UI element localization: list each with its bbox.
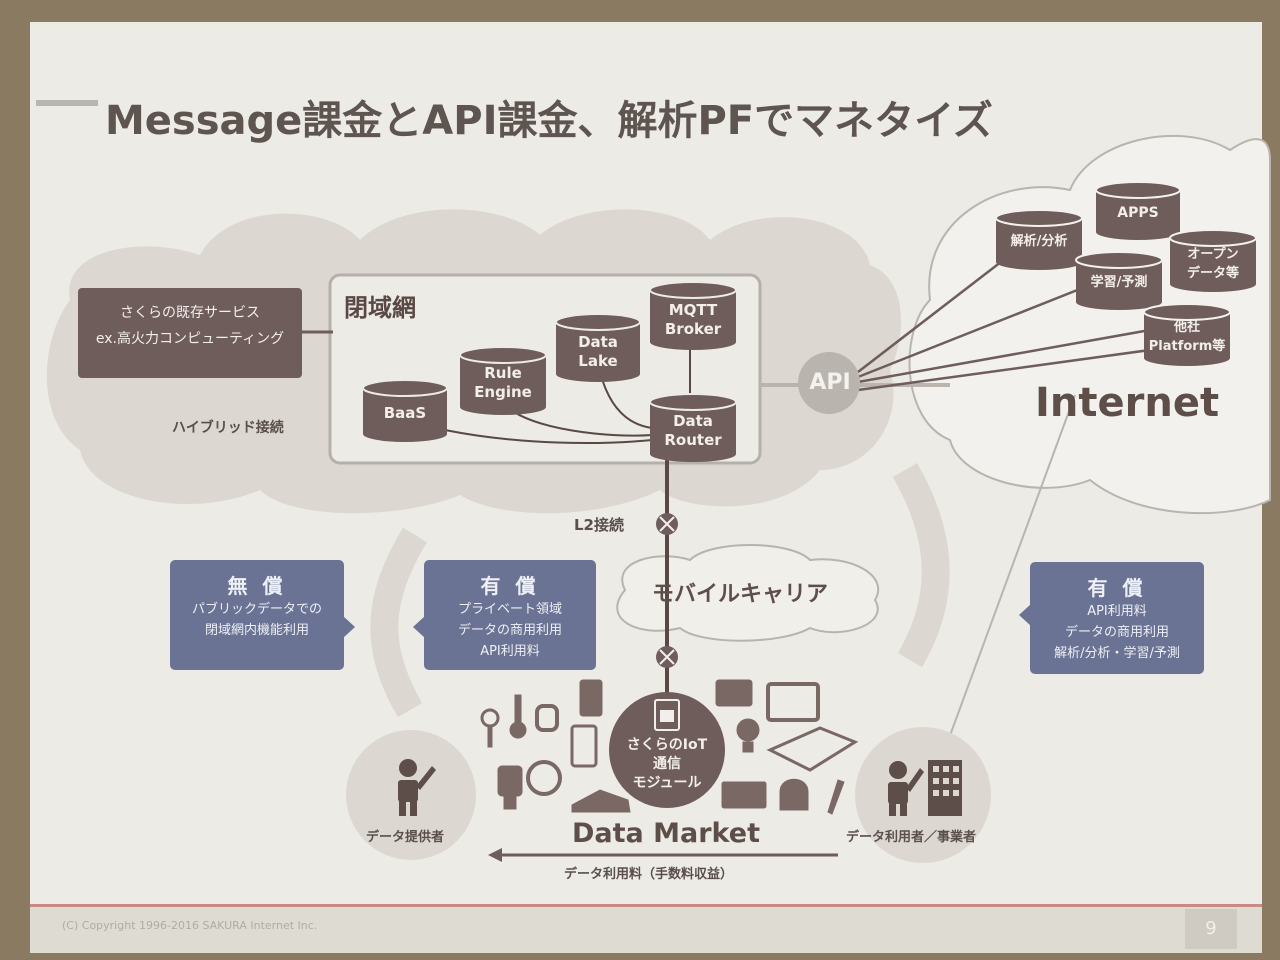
data-market-label: Data Market bbox=[572, 818, 761, 849]
free-box-line: パブリックデータでの bbox=[191, 602, 322, 617]
iot-module-label: さくらのIoT 通信 モジュール bbox=[626, 737, 708, 791]
api-label: API bbox=[809, 370, 851, 395]
paid-right-line: API利用料 bbox=[1087, 604, 1147, 619]
free-box-pointer bbox=[343, 616, 355, 638]
pen-icon bbox=[827, 779, 845, 815]
paid-right-pointer bbox=[1019, 604, 1031, 626]
data-router-label: Data Router bbox=[664, 412, 722, 449]
sim-icon bbox=[654, 699, 680, 731]
paid-left-line: データの商用利用 bbox=[457, 623, 562, 638]
cylinders bbox=[362, 281, 737, 462]
phone-icon bbox=[570, 724, 598, 768]
kettle-icon bbox=[779, 778, 809, 811]
consumer-label: データ利用者／事業者 bbox=[846, 830, 977, 845]
slide-title: Message課金とAPI課金、解析PFでマネタイズ bbox=[105, 98, 993, 144]
other-platform-label: 他社 Platform等 bbox=[1148, 320, 1226, 354]
existing-services-line2: ex.高火力コンピューティング bbox=[95, 331, 285, 347]
map-icon bbox=[766, 726, 859, 772]
bulb-icon bbox=[736, 718, 760, 753]
baas-cylinder bbox=[362, 379, 448, 442]
hybrid-label: ハイブリッド接続 bbox=[172, 420, 284, 436]
apps-label: APPS bbox=[1117, 205, 1159, 221]
page-number: 9 bbox=[1185, 909, 1237, 949]
paid-box-left: 有 償 プライベート領域 データの商用利用 API利用料 bbox=[424, 560, 596, 670]
fee-arrow-head bbox=[488, 848, 502, 862]
left-cycle-arrow bbox=[370, 527, 427, 718]
wheel-icon bbox=[526, 760, 562, 796]
apps-cylinder bbox=[1095, 181, 1181, 240]
provider-person-icon bbox=[398, 759, 436, 816]
key-icon bbox=[480, 708, 500, 748]
existing-services-line1: さくらの既存サービス bbox=[120, 305, 260, 321]
carrier-connector-icon bbox=[656, 646, 678, 668]
open-data-label: オープン データ等 bbox=[1186, 247, 1239, 281]
provider-label: データ提供者 bbox=[366, 830, 445, 845]
internet-consumer-link bbox=[929, 394, 1076, 791]
right-cycle-arrow bbox=[892, 463, 950, 668]
paid-left-line: プライベート領域 bbox=[457, 602, 562, 617]
mobile-carrier-cloud bbox=[616, 544, 880, 642]
title-accent-bar bbox=[36, 100, 98, 106]
mqtt-broker-label: MQTT Broker bbox=[664, 301, 722, 338]
slide-footer: (C) Copyright 1996-2016 SAKURA Internet … bbox=[30, 904, 1262, 953]
iot-module-circle bbox=[609, 692, 725, 808]
speaker-icon bbox=[579, 679, 603, 717]
paid-right-line: データの商用利用 bbox=[1064, 625, 1169, 640]
free-box: 無 償 パブリックデータでの 閉域網内機能利用 bbox=[170, 560, 344, 670]
learning-cylinder bbox=[1075, 251, 1163, 310]
api-links bbox=[857, 254, 1151, 392]
copyright-text: (C) Copyright 1996-2016 SAKURA Internet … bbox=[62, 919, 318, 932]
open-data-cylinder bbox=[1169, 229, 1257, 292]
paid-right-line: 解析/分析・学習/予測 bbox=[1054, 646, 1180, 661]
rule-engine-cylinder bbox=[459, 346, 547, 415]
baas-label: BaaS bbox=[383, 404, 427, 422]
l2-connector-icon bbox=[656, 513, 678, 535]
camera-icon bbox=[715, 679, 753, 707]
tv-icon bbox=[766, 682, 820, 722]
register-icon bbox=[721, 781, 767, 809]
consumer-person-icon bbox=[888, 761, 924, 816]
internet-cylinders bbox=[995, 181, 1257, 366]
thermometer-icon bbox=[509, 694, 527, 739]
paid-right-heading: 有 償 bbox=[1087, 576, 1147, 600]
shoe-icon bbox=[571, 789, 631, 813]
fee-label: データ利用料（手数料収益） bbox=[564, 867, 734, 882]
paid-left-heading: 有 償 bbox=[480, 574, 540, 598]
l2-label: L2接続 bbox=[574, 516, 624, 534]
closed-network-label: 閉域網 bbox=[344, 294, 416, 322]
building-icon bbox=[928, 760, 962, 816]
learning-label: 学習/予測 bbox=[1090, 275, 1148, 290]
watch-icon bbox=[535, 704, 559, 732]
free-box-heading: 無 償 bbox=[227, 574, 287, 598]
analysis-cylinder bbox=[995, 209, 1083, 270]
paid-box-right: 有 償 API利用料 データの商用利用 解析/分析・学習/予測 bbox=[1030, 562, 1204, 674]
mqtt-broker-cylinder bbox=[649, 281, 737, 350]
api-node bbox=[798, 352, 860, 414]
rule-engine-label: Rule Engine bbox=[474, 364, 532, 401]
free-box-line: 閉域網内機能利用 bbox=[204, 623, 309, 638]
data-lake-cylinder bbox=[555, 313, 641, 382]
data-router-cylinder bbox=[649, 393, 737, 462]
internet-label: Internet bbox=[1035, 380, 1220, 426]
paid-left-line: API利用料 bbox=[480, 644, 540, 659]
data-lake-label: Data Lake bbox=[578, 333, 618, 370]
other-platform-cylinder bbox=[1143, 303, 1231, 366]
paid-left-pointer bbox=[413, 616, 425, 638]
robot-icon bbox=[497, 765, 523, 810]
analysis-label: 解析/分析 bbox=[1010, 234, 1068, 249]
mobile-carrier-label: モバイルキャリア bbox=[652, 582, 829, 607]
existing-services-box: さくらの既存サービス ex.高火力コンピューティング bbox=[78, 288, 302, 378]
